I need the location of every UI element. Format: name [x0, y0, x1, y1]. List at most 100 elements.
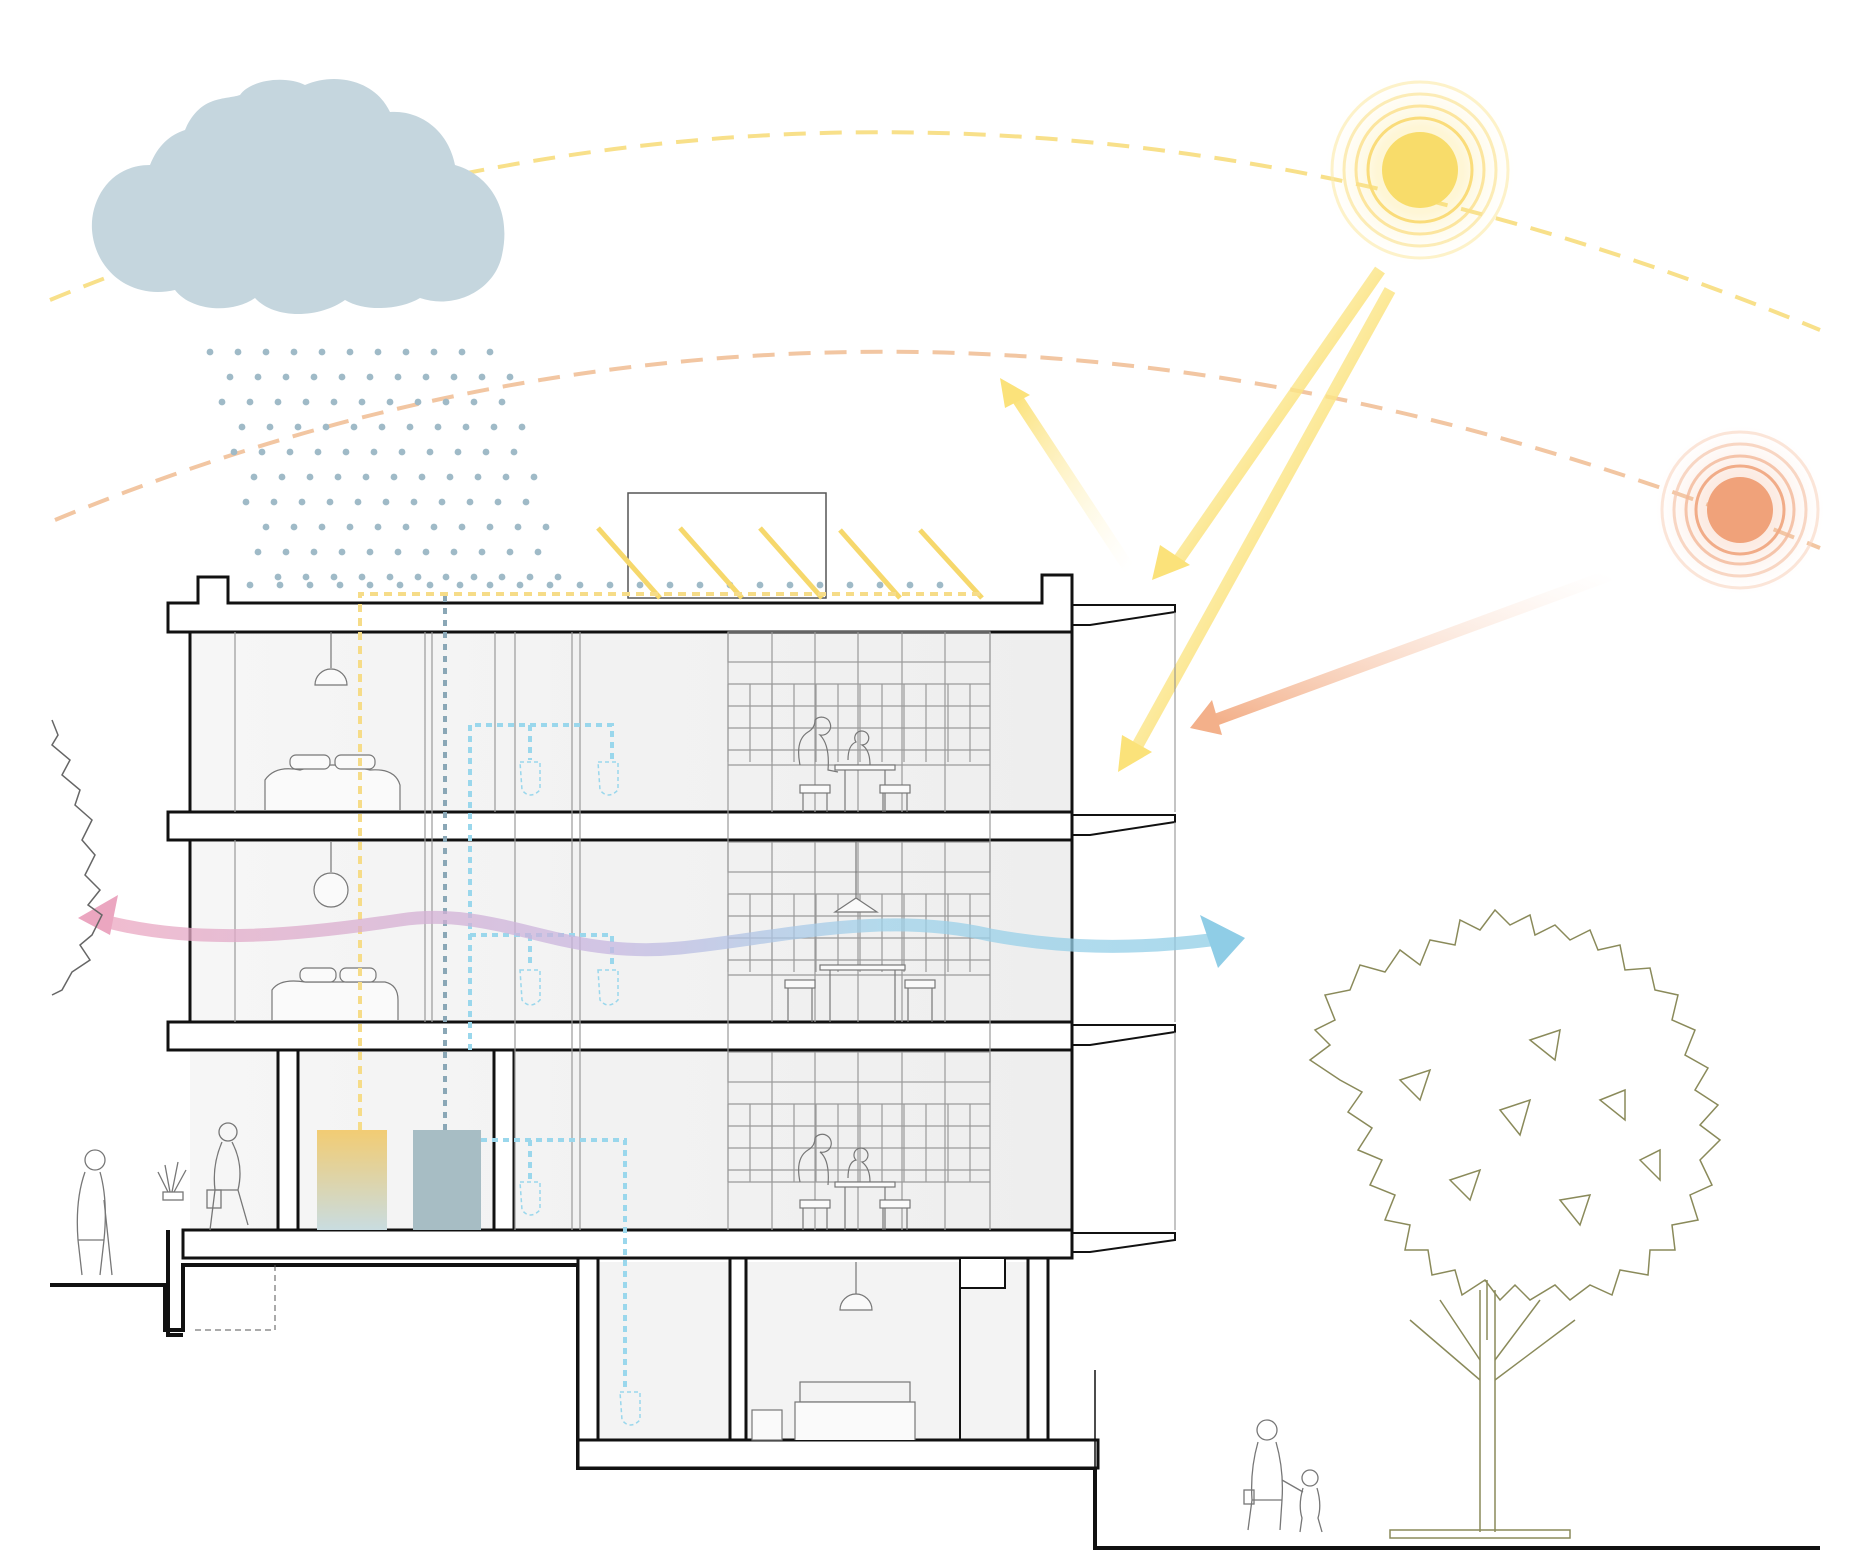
hot-water-tank — [317, 1130, 387, 1230]
rain-drop — [302, 573, 310, 581]
rain-drop — [430, 348, 438, 356]
rain-drop — [386, 398, 394, 406]
solar-panel-icon — [596, 492, 984, 600]
rain-drop — [526, 573, 534, 581]
rain-drop — [250, 473, 258, 481]
ground-line — [50, 1263, 1820, 1550]
rain-drop — [262, 523, 270, 531]
rain-drop — [456, 581, 464, 589]
rain-drop — [506, 548, 514, 556]
rain-drop — [510, 448, 518, 456]
cloud-icon — [91, 79, 505, 315]
rain-drop — [470, 573, 478, 581]
rain-drop — [374, 348, 382, 356]
building-section — [166, 573, 1176, 1470]
rain-drop — [358, 398, 366, 406]
high-sun-path — [49, 130, 1821, 332]
rain-drop — [378, 423, 386, 431]
rain-drop — [442, 573, 450, 581]
rain-drop — [410, 498, 418, 506]
rain-drop — [554, 573, 562, 581]
rain-drop — [366, 373, 374, 381]
rain-drop — [506, 373, 514, 381]
rain-drop — [276, 581, 284, 589]
rain-drop — [576, 581, 584, 589]
rain-drop — [370, 448, 378, 456]
rain-drop — [318, 348, 326, 356]
rain-drop — [606, 581, 614, 589]
rain-drop — [310, 373, 318, 381]
rain-drop — [438, 498, 446, 506]
rain-drop — [516, 581, 524, 589]
rain-drop — [486, 523, 494, 531]
rain-drop — [402, 348, 410, 356]
rain-drop — [396, 581, 404, 589]
rain-drop — [418, 473, 426, 481]
rain-drop — [522, 498, 530, 506]
rain-drop — [282, 373, 290, 381]
rain-drop — [414, 398, 422, 406]
rain-drop — [306, 473, 314, 481]
rain-drop — [462, 423, 470, 431]
tree-icon — [1308, 908, 1722, 1539]
rain-drop — [242, 498, 250, 506]
rain-drop — [278, 473, 286, 481]
rain-drop — [450, 373, 458, 381]
rain-drop — [234, 348, 242, 356]
high-sun-icon — [1325, 75, 1515, 265]
rain-drop — [366, 548, 374, 556]
low-sun-icon — [1655, 425, 1825, 595]
rain-drop — [458, 348, 466, 356]
rain-icon — [206, 348, 944, 589]
rain-drop — [354, 498, 362, 506]
rain-drop — [366, 581, 374, 589]
rain-drop — [454, 448, 462, 456]
rain-drop — [486, 581, 494, 589]
rain-drop — [358, 573, 366, 581]
rain-drop — [230, 448, 238, 456]
rain-drop — [246, 398, 254, 406]
rain-drop — [326, 498, 334, 506]
rain-drop — [298, 498, 306, 506]
rain-drop — [282, 548, 290, 556]
rain-drop — [238, 423, 246, 431]
rain-drop — [266, 423, 274, 431]
rain-drop — [382, 498, 390, 506]
rain-drop — [422, 373, 430, 381]
rain-drop — [442, 398, 450, 406]
rain-drop — [336, 581, 344, 589]
rain-drop — [534, 548, 542, 556]
rain-drop — [286, 448, 294, 456]
low-sun-path — [54, 349, 1821, 550]
furniture — [264, 632, 936, 1441]
rain-drop — [322, 423, 330, 431]
rain-drop — [490, 423, 498, 431]
rain-drop — [756, 581, 764, 589]
rain-drop — [636, 581, 644, 589]
rain-drop — [426, 448, 434, 456]
rain-drop — [402, 523, 410, 531]
rain-drop — [350, 423, 358, 431]
rain-drop — [816, 581, 824, 589]
rain-drop — [290, 348, 298, 356]
rain-drop — [446, 473, 454, 481]
toilets — [519, 761, 641, 1426]
rain-drop — [430, 523, 438, 531]
rain-drop — [274, 398, 282, 406]
rain-drop — [478, 548, 486, 556]
rain-drop — [514, 523, 522, 531]
rain-drop — [906, 581, 914, 589]
rain-drop — [498, 573, 506, 581]
rain-drop — [330, 398, 338, 406]
rain-drop — [466, 498, 474, 506]
rain-drop — [346, 348, 354, 356]
rain-drop — [422, 548, 430, 556]
rain-drop — [406, 423, 414, 431]
person-icon — [76, 1122, 1323, 1533]
rain-drop — [374, 523, 382, 531]
rain-drop — [478, 373, 486, 381]
rain-drop — [334, 473, 342, 481]
rain-drop — [786, 581, 794, 589]
rain-drop — [338, 373, 346, 381]
